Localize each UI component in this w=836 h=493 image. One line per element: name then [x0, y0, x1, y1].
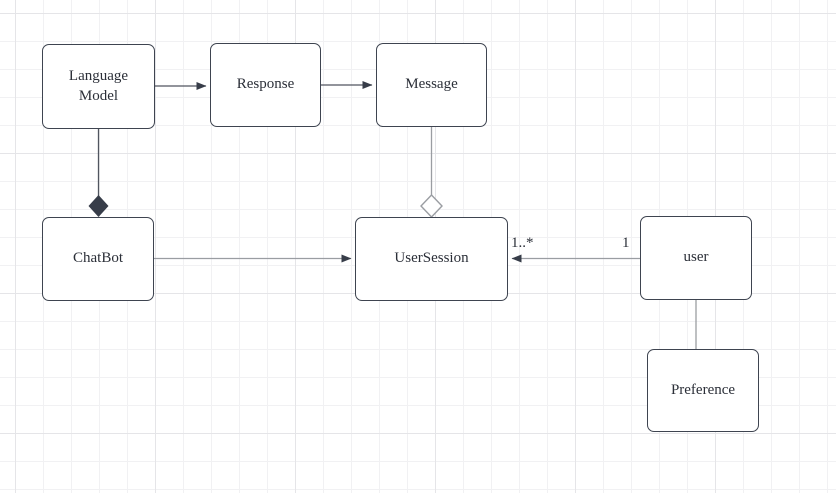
node-preference[interactable]: Preference [647, 349, 759, 432]
multiplicity-label-usersession-side[interactable]: 1..* [511, 235, 534, 251]
node-chatbot[interactable]: ChatBot [42, 217, 154, 301]
aggregation-diamond-icon[interactable] [420, 193, 443, 219]
node-language-model-label: Language Model [68, 68, 129, 104]
node-chatbot-label: ChatBot [72, 250, 123, 267]
node-message-label: Message [405, 76, 458, 93]
node-message[interactable]: Message [376, 43, 487, 127]
node-user-label: user [683, 249, 709, 266]
node-user[interactable]: user [640, 216, 752, 300]
node-user-session[interactable]: UserSession [355, 217, 508, 301]
node-response-label: Response [236, 76, 295, 93]
composition-diamond-icon[interactable] [88, 195, 109, 217]
node-response[interactable]: Response [210, 43, 321, 127]
multiplicity-label-user-side[interactable]: 1 [622, 235, 630, 251]
node-preference-label: Preference [670, 381, 736, 398]
node-language-model[interactable]: Language Model [42, 44, 155, 129]
node-user-session-label: UserSession [394, 250, 469, 267]
